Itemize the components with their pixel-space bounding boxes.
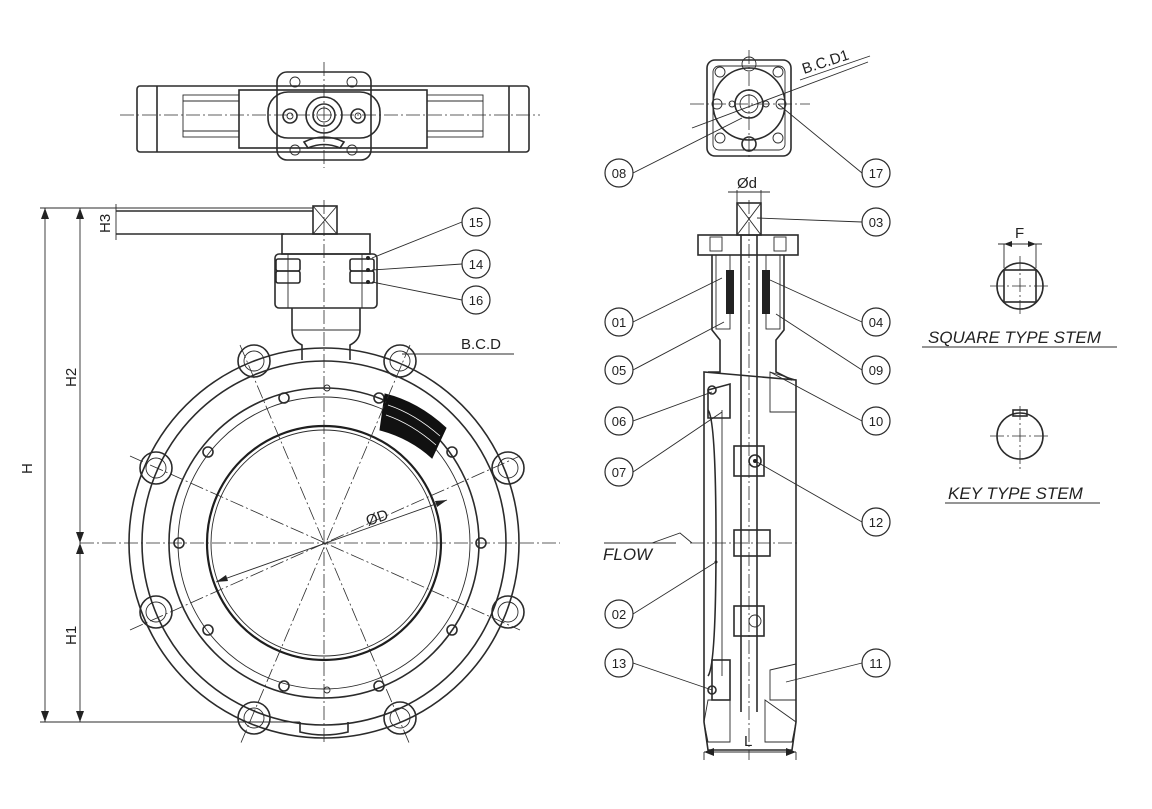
callout-12: 12	[861, 507, 891, 537]
od-dimension-label: ØD	[364, 506, 391, 529]
callout-11: 11	[861, 648, 891, 678]
lug-holes	[139, 344, 525, 735]
h2-dimension-label: H2	[63, 368, 80, 387]
callout-06: 06	[604, 406, 634, 436]
callout-number: 05	[612, 363, 626, 378]
callout-01: 01	[604, 307, 634, 337]
callout-14: 14	[461, 249, 491, 279]
square-type-stem-label: SQUARE TYPE STEM	[928, 328, 1102, 347]
callout-10: 10	[861, 406, 891, 436]
callout-number: 17	[869, 166, 883, 181]
callout-number: 16	[469, 293, 483, 308]
callout-number: 03	[869, 215, 883, 230]
callout-number: 09	[869, 363, 883, 378]
callouts-left	[366, 221, 463, 301]
callout-number: 01	[612, 315, 626, 330]
flange-top-view: B.C.D1	[690, 47, 871, 160]
callout-number: 02	[612, 607, 626, 622]
height-dimensions: H H2 H1 H3	[19, 204, 313, 723]
callout-number: 07	[612, 465, 626, 480]
callout-02: 02	[604, 599, 634, 629]
callout-number: 12	[869, 515, 883, 530]
callout-number: 06	[612, 414, 626, 429]
callout-13: 13	[604, 648, 634, 678]
flow-label: FLOW	[603, 545, 654, 564]
bcd-label: B.C.D	[461, 336, 501, 353]
side-view: L	[690, 200, 800, 760]
callout-number: 14	[469, 257, 483, 272]
callout-number: 04	[869, 315, 883, 330]
flow-indicator: FLOW	[603, 532, 693, 564]
l-dimension-label: L	[744, 733, 752, 750]
callout-05: 05	[604, 355, 634, 385]
bcd-label-group: B.C.D	[402, 336, 514, 355]
bcd1-label: B.C.D1	[800, 47, 851, 78]
callout-16: 16	[461, 285, 491, 315]
callout-17: 17	[861, 158, 891, 188]
callout-07: 07	[604, 457, 634, 487]
key-type-stem-label: KEY TYPE STEM	[948, 484, 1084, 503]
f-dimension-label: F	[1015, 225, 1024, 242]
top-view	[120, 62, 540, 168]
callout-04: 04	[861, 307, 891, 337]
callout-08: 08	[604, 158, 634, 188]
callout-03: 03	[861, 207, 891, 237]
h1-dimension-label: H1	[63, 626, 80, 645]
key-stem-detail: KEY TYPE STEM	[945, 406, 1100, 504]
callout-number: 15	[469, 215, 483, 230]
stem-diameter-label: Ød	[737, 175, 757, 192]
square-stem-detail: F SQUARE TYPE STEM	[922, 225, 1117, 348]
callout-number: 11	[869, 656, 883, 671]
callout-bubbles: 01 02 03 04 05 06 07 08 09 10 11 12 13 14 15 16 17	[461, 158, 891, 678]
callout-15: 15	[461, 207, 491, 237]
callout-number: 13	[612, 656, 626, 671]
front-view: ØD	[80, 200, 560, 746]
callout-number: 08	[612, 166, 626, 181]
h3-dimension-label: H3	[97, 214, 114, 233]
leader-lines	[632, 103, 863, 691]
callout-number: 10	[869, 414, 883, 429]
callout-09: 09	[861, 355, 891, 385]
stem-diameter-group: Ød	[728, 175, 770, 210]
h-dimension-label: H	[19, 463, 36, 474]
